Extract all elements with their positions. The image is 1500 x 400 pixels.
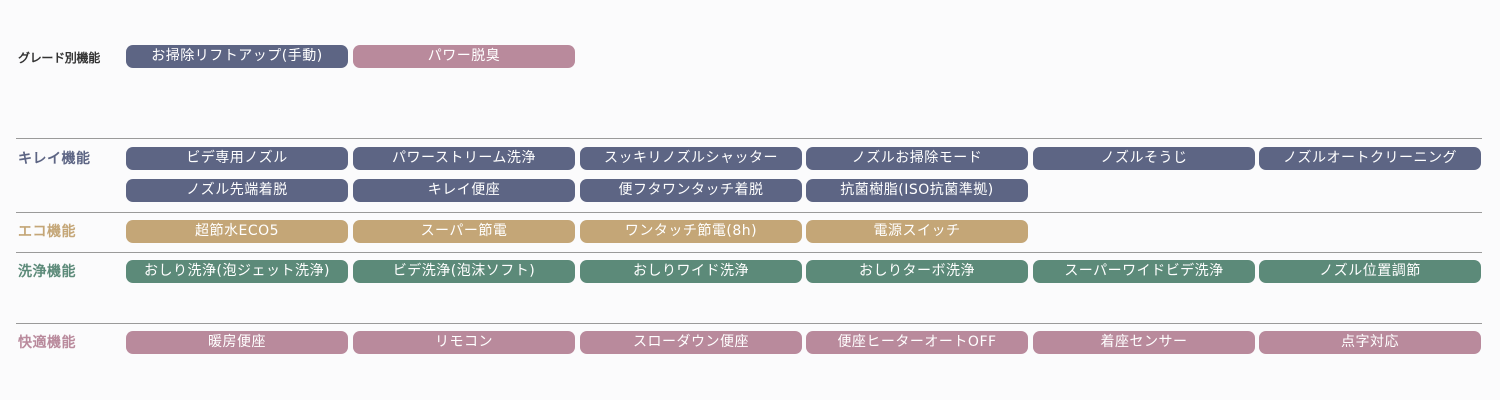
- feature-pill: ノズルオートクリーニング: [1259, 147, 1481, 170]
- feature-pill: おしりターボ洗浄: [806, 260, 1028, 283]
- feature-pill: スッキリノズルシャッター: [580, 147, 802, 170]
- feature-pill: お掃除リフトアップ(手動): [126, 45, 348, 68]
- feature-pill: リモコン: [353, 331, 575, 354]
- feature-pill: おしり洗浄(泡ジェット洗浄): [126, 260, 348, 283]
- feature-pill: ノズル先端着脱: [126, 179, 348, 202]
- kirei-features-label: キレイ機能: [18, 151, 91, 167]
- feature-pill: スローダウン便座: [580, 331, 802, 354]
- wash-features-label: 洗浄機能: [18, 264, 76, 280]
- feature-pill: スーパーワイドビデ洗浄: [1033, 260, 1255, 283]
- feature-pill: ビデ専用ノズル: [126, 147, 348, 170]
- feature-pill: 抗菌樹脂(ISO抗菌準拠): [806, 179, 1028, 202]
- feature-pill: ノズル位置調節: [1259, 260, 1481, 283]
- feature-pill: ノズルお掃除モード: [806, 147, 1028, 170]
- section-divider: [16, 212, 1482, 213]
- grade-features-label: グレード別機能: [18, 51, 100, 65]
- feature-pill: キレイ便座: [353, 179, 575, 202]
- feature-pill: パワー脱臭: [353, 45, 575, 68]
- feature-pill: 電源スイッチ: [806, 220, 1028, 243]
- feature-pill: スーパー節電: [353, 220, 575, 243]
- feature-pill: 便フタワンタッチ着脱: [580, 179, 802, 202]
- feature-pill: おしりワイド洗浄: [580, 260, 802, 283]
- section-divider: [16, 138, 1482, 139]
- feature-pill: ノズルそうじ: [1033, 147, 1255, 170]
- feature-pill: パワーストリーム洗浄: [353, 147, 575, 170]
- eco-features-label: エコ機能: [18, 224, 76, 240]
- feature-pill: ワンタッチ節電(8h): [580, 220, 802, 243]
- section-divider: [16, 323, 1482, 324]
- feature-pill: 着座センサー: [1033, 331, 1255, 354]
- section-divider: [16, 252, 1482, 253]
- feature-pill: 便座ヒーターオートOFF: [806, 331, 1028, 354]
- feature-pill: ビデ洗浄(泡沫ソフト): [353, 260, 575, 283]
- feature-pill: 超節水ECO5: [126, 220, 348, 243]
- comfort-features-label: 快適機能: [18, 335, 76, 351]
- feature-pill: 暖房便座: [126, 331, 348, 354]
- feature-pill: 点字対応: [1259, 331, 1481, 354]
